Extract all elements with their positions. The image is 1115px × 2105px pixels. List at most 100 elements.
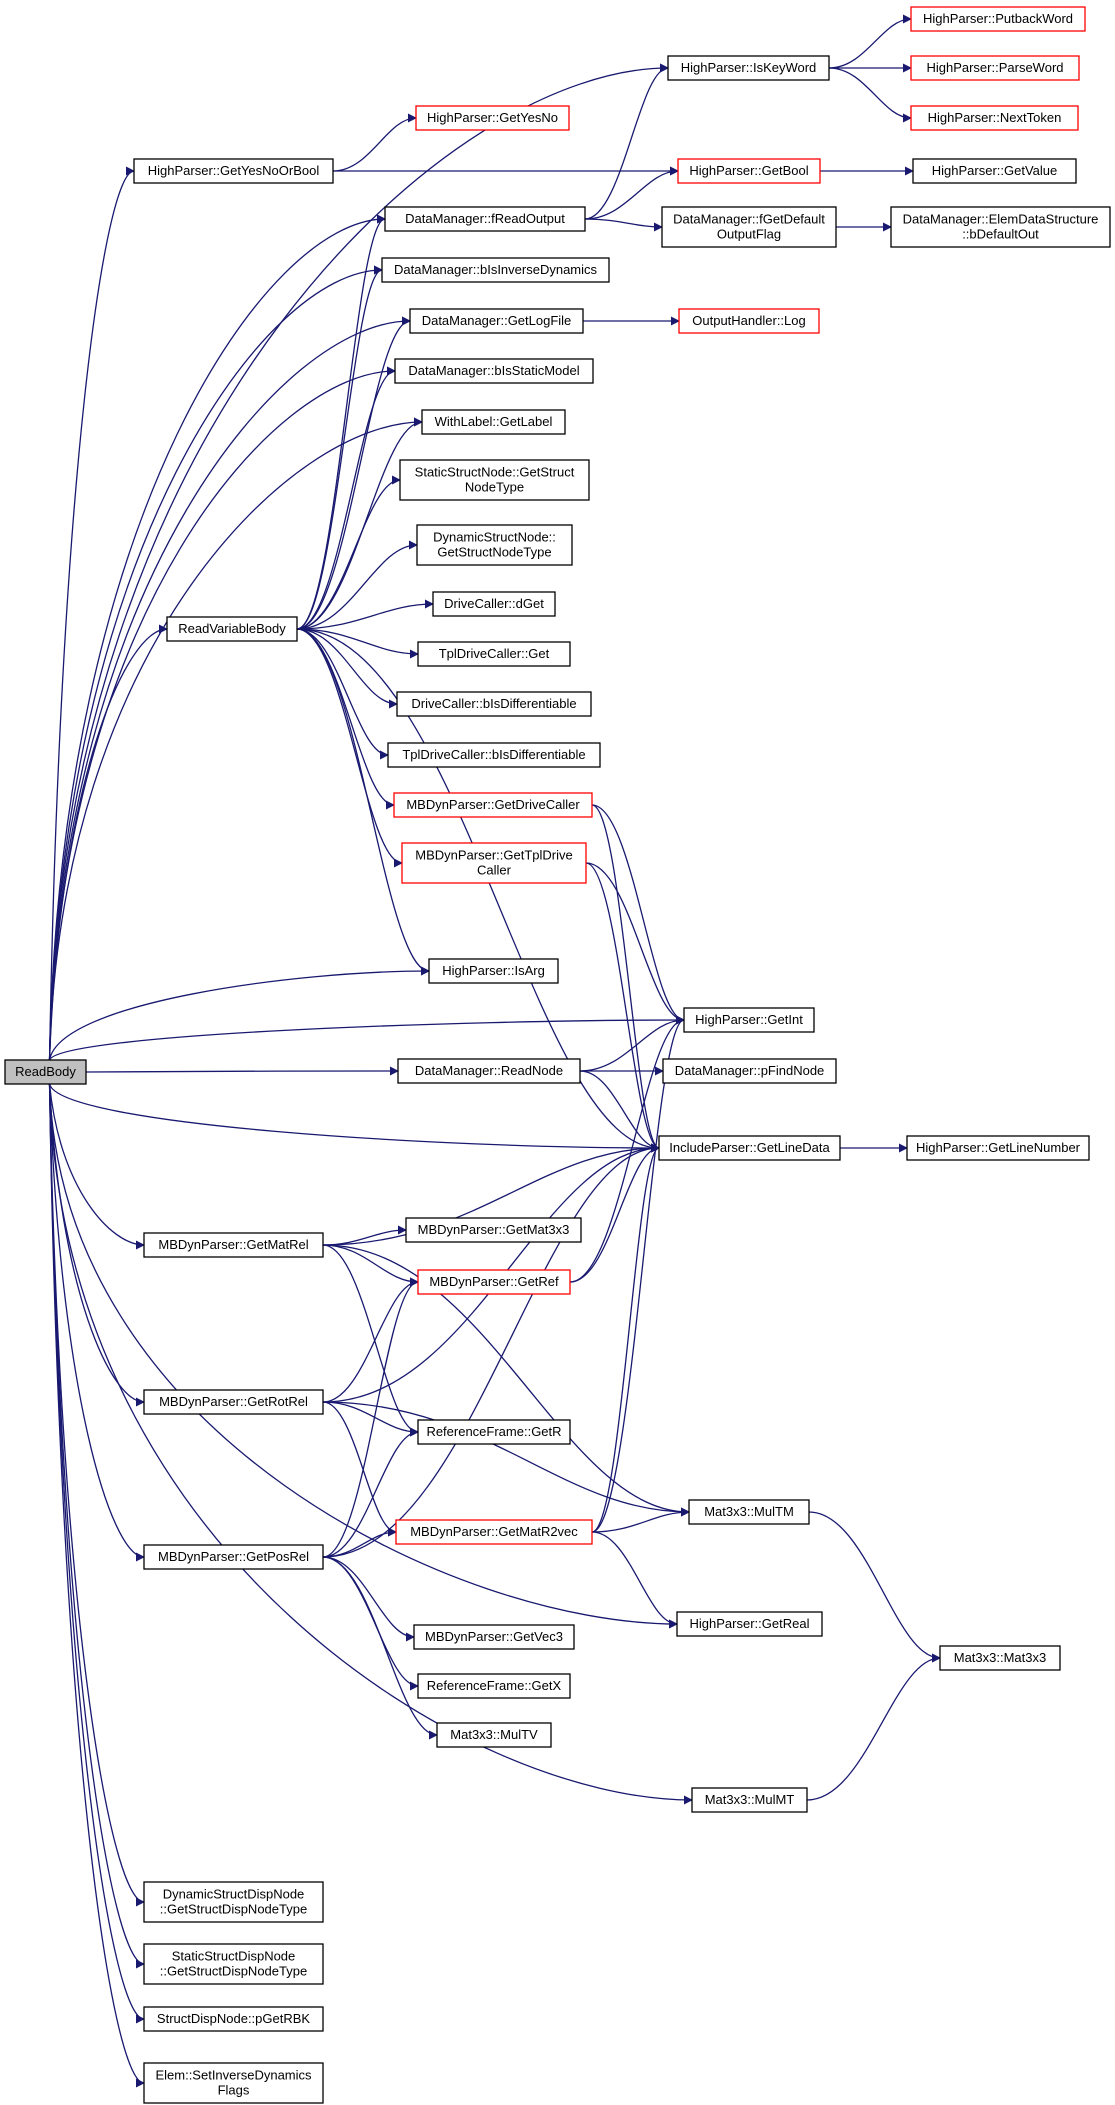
edge-ReadVariableBody-to-bIsDifferentiable (296, 628, 398, 709)
edge-GetPosRel-to-GetVec3 (322, 1556, 415, 1642)
edge-ReadVariableBody-to-dGet (296, 599, 434, 630)
node-pGetRBK[interactable]: StructDispNode::pGetRBK (143, 2006, 324, 2032)
edge-GetRotRel-to-GetR (322, 1401, 419, 1437)
node-label: DataManager::ElemDataStructure (903, 212, 1099, 227)
node-label: DynamicStructNode:: (433, 530, 556, 545)
node-box (415, 105, 570, 131)
edge-ReadVariableBody-to-DynamicGetStructNodeType (296, 540, 418, 630)
edge-GetRotRel-to-GetMatR2vec (322, 1401, 397, 1537)
node-box (143, 1544, 324, 1570)
node-label: HighParser::IsArg (442, 963, 545, 978)
node-MulTV[interactable]: Mat3x3::MulTV (436, 1722, 552, 1748)
edge-GetMatRel-to-GetRef (322, 1244, 419, 1287)
node-label: DataManager::ReadNode (415, 1063, 563, 1078)
edge-ReadBody-to-ReadVariableBody (48, 624, 168, 1061)
node-GetLineData[interactable]: IncludeParser::GetLineData (658, 1135, 841, 1161)
edge-ReadBody-to-ReadNode (85, 1066, 399, 1076)
node-box (428, 958, 559, 984)
node-ParseWord[interactable]: HighParser::ParseWord (910, 55, 1080, 81)
node-box (143, 1389, 324, 1415)
node-ReadNode[interactable]: DataManager::ReadNode (397, 1058, 581, 1084)
node-DynGetStructDispNodeType[interactable]: DynamicStructDispNode::GetStructDispNode… (143, 1881, 324, 1923)
node-TplbIsDifferentiable[interactable]: TplDriveCaller::bIsDifferentiable (387, 742, 601, 768)
node-GetVec3[interactable]: MBDynParser::GetVec3 (413, 1624, 575, 1650)
edge-ReadVariableBody-to-GetLogFile (296, 316, 411, 630)
node-NextToken[interactable]: HighParser::NextToken (910, 105, 1079, 131)
node-label: ReadBody (15, 1064, 76, 1079)
node-label: MBDynParser::GetDriveCaller (406, 797, 580, 812)
node-GetReal[interactable]: HighParser::GetReal (676, 1611, 823, 1637)
node-label: ReadVariableBody (178, 621, 286, 636)
node-GetMat3x3[interactable]: MBDynParser::GetMat3x3 (405, 1217, 582, 1243)
node-GetRotRel[interactable]: MBDynParser::GetRotRel (143, 1389, 324, 1415)
node-IsKeyWord[interactable]: HighParser::IsKeyWord (667, 55, 830, 81)
node-DynamicGetStructNodeType[interactable]: DynamicStructNode::GetStructNodeType (416, 524, 573, 566)
nodes-layer: ReadBodyHighParser::GetYesNoOrBoolHighPa… (4, 6, 1111, 2104)
edge-GetRef-to-GetLineData (569, 1143, 660, 1283)
edge-ReadBody-to-GetLogFile (48, 316, 411, 1061)
node-label: DataManager::fGetDefault (673, 212, 825, 227)
node-label: MBDynParser::GetTplDrive (415, 848, 572, 863)
node-box (691, 1787, 808, 1813)
node-GetValue[interactable]: HighParser::GetValue (912, 158, 1077, 184)
node-box (417, 1419, 571, 1445)
node-label: HighParser::GetYesNoOrBool (148, 163, 320, 178)
node-Mat3x3[interactable]: Mat3x3::Mat3x3 (939, 1645, 1061, 1671)
node-GetR[interactable]: ReferenceFrame::GetR (417, 1419, 571, 1445)
node-GetPosRel[interactable]: MBDynParser::GetPosRel (143, 1544, 324, 1570)
node-GetYesNo[interactable]: HighParser::GetYesNo (415, 105, 570, 131)
node-GetLineNumber[interactable]: HighParser::GetLineNumber (906, 1135, 1090, 1161)
node-label: DriveCaller::bIsDifferentiable (411, 696, 576, 711)
node-MulTM[interactable]: Mat3x3::MulTM (688, 1499, 810, 1525)
node-label: HighParser::PutbackWord (923, 11, 1073, 26)
node-box (661, 206, 837, 248)
node-PutbackWord[interactable]: HighParser::PutbackWord (910, 6, 1086, 32)
node-GetLabel[interactable]: WithLabel::GetLabel (421, 409, 566, 435)
node-label: HighParser::ParseWord (926, 60, 1063, 75)
node-GetYesNoOrBool[interactable]: HighParser::GetYesNoOrBool (133, 158, 334, 184)
node-ReadVariableBody[interactable]: ReadVariableBody (166, 616, 298, 642)
node-label: HighParser::IsKeyWord (681, 60, 817, 75)
node-fReadOutput[interactable]: DataManager::fReadOutput (384, 206, 586, 232)
node-GetLogFile[interactable]: DataManager::GetLogFile (409, 308, 584, 334)
node-pFindNode[interactable]: DataManager::pFindNode (662, 1058, 837, 1084)
node-label: StructDispNode::pGetRBK (157, 2011, 311, 2026)
node-GetMatR2vec[interactable]: MBDynParser::GetMatR2vec (395, 1519, 593, 1545)
node-StatGetStructDispNodeType[interactable]: StaticStructDispNode::GetStructDispNodeT… (143, 1943, 324, 1985)
edge-GetTplDriveCaller-to-GetLineData (585, 862, 660, 1153)
node-bIsDifferentiable[interactable]: DriveCaller::bIsDifferentiable (396, 691, 592, 717)
node-GetMatRel[interactable]: MBDynParser::GetMatRel (143, 1232, 324, 1258)
node-ReadBody[interactable]: ReadBody (4, 1059, 87, 1085)
node-dGet[interactable]: DriveCaller::dGet (432, 591, 556, 617)
node-bDefaultOut[interactable]: DataManager::ElemDataStructure::bDefault… (890, 206, 1111, 248)
edge-ReadBody-to-SetInverseDynamicsFlags (48, 1083, 145, 2088)
edge-ReadBody-to-StatGetStructDispNodeType (48, 1083, 145, 1969)
node-IsArg[interactable]: HighParser::IsArg (428, 958, 559, 984)
node-GetDriveCaller[interactable]: MBDynParser::GetDriveCaller (393, 792, 593, 818)
node-TplGet[interactable]: TplDriveCaller::Get (417, 641, 571, 667)
node-box (939, 1645, 1061, 1671)
edge-GetPosRel-to-GetMatR2vec (322, 1527, 397, 1558)
edge-GetRef-to-GetInt (569, 1015, 685, 1283)
node-label: HighParser::GetValue (932, 163, 1058, 178)
node-GetX[interactable]: ReferenceFrame::GetX (417, 1673, 571, 1699)
node-GetBool[interactable]: HighParser::GetBool (677, 158, 821, 184)
node-MulMT[interactable]: Mat3x3::MulMT (691, 1787, 808, 1813)
edge-ReadBody-to-GetMatRel (48, 1083, 145, 1250)
node-box (409, 308, 584, 334)
edge-GetDriveCaller-to-GetInt (591, 804, 685, 1025)
node-GetInt[interactable]: HighParser::GetInt (683, 1007, 815, 1033)
node-Log[interactable]: OutputHandler::Log (678, 308, 820, 334)
node-bIsInverseDynamics[interactable]: DataManager::bIsInverseDynamics (381, 257, 610, 283)
node-GetRef[interactable]: MBDynParser::GetRef (417, 1269, 571, 1295)
edge-ReadVariableBody-to-GetLineData (296, 628, 660, 1153)
node-StaticGetStructNodeType[interactable]: StaticStructNode::GetStructNodeType (399, 459, 590, 501)
node-bIsStaticModel[interactable]: DataManager::bIsStaticModel (394, 358, 594, 384)
node-box (676, 1611, 823, 1637)
node-label: HighParser::GetInt (695, 1012, 803, 1027)
edge-fReadOutput-to-IsKeyWord (584, 63, 669, 220)
edge-GetRotRel-to-MulTM (322, 1401, 690, 1517)
